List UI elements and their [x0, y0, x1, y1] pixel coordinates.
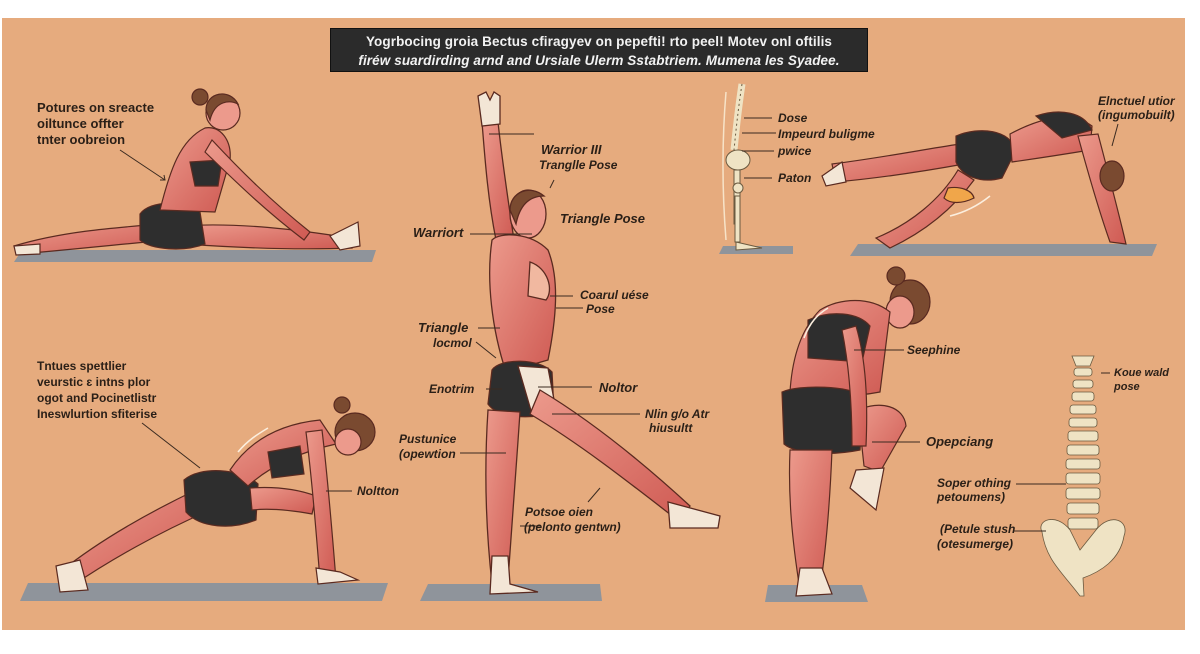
caption-line: pose — [1114, 381, 1140, 393]
caption-line: Tntues spettlier — [37, 359, 127, 373]
downward-dog-caption: Elnctuel utior (ingumobuilt) — [1098, 94, 1175, 122]
label-soper-othing: Soper othing — [937, 476, 1011, 490]
label-potsoe-oien: Potsoe oien — [525, 505, 594, 519]
label-paton: Paton — [778, 171, 812, 185]
title-line-2: firéw suardirding arnd and Ursiale Ulerm… — [358, 53, 840, 68]
label-otesumerge: (otesumerge) — [937, 537, 1014, 551]
label-noltor: Noltor — [599, 380, 638, 395]
label-warrior-iii: Warrior III — [541, 142, 602, 157]
figure-warrior-center — [477, 91, 721, 595]
figure-standing-knee-raise — [781, 266, 931, 597]
label-opepciang: Opepciang — [926, 434, 994, 449]
label-dose: Dose — [778, 111, 808, 125]
label-noltton: Noltton — [357, 484, 399, 498]
label-warriort: Warriort — [413, 225, 464, 240]
label-pwice: pwice — [778, 144, 812, 158]
label-triangle: Triangle — [418, 320, 469, 335]
spine-caption: Koue wald pose — [1114, 366, 1169, 394]
seated-split-caption: Potures on sreacte oiltunce offter tnter… — [37, 100, 154, 148]
caption-line: tnter oobreion — [37, 132, 126, 147]
label-petoumens: petoumens) — [937, 490, 1006, 504]
label-opewtion: (opewtion — [399, 447, 456, 461]
illustration-canvas — [2, 18, 1185, 630]
lunge-caption: Tntues spettlier veurstic ɛ intns plor o… — [37, 358, 157, 422]
figure-seated-split — [13, 88, 361, 256]
caption-line: Potures on sreacte — [37, 100, 155, 115]
label-impeurd-buligme: Impeurd buligme — [778, 127, 875, 141]
figure-downward-dog — [821, 111, 1127, 249]
caption-line: Koue wald — [1114, 367, 1170, 379]
yoga-mats — [14, 244, 1157, 602]
label-coarul-use: Coarul uése — [580, 288, 649, 302]
label-ming-atr: Nlin g/o Atr — [645, 407, 710, 421]
title-line-1: Yogrbocing groia Bectus cfiragyev on pep… — [365, 34, 833, 49]
title-banner: Yogrbocing groia Bectus cfiragyev on pep… — [330, 28, 868, 72]
caption-line: oiltunce offter — [37, 116, 124, 131]
caption-line: (ingumobuilt) — [1098, 108, 1175, 122]
label-locmol: locmol — [433, 336, 472, 350]
label-enotrim: Enotrim — [429, 382, 475, 396]
caption-line: veurstic ɛ intns plor — [37, 375, 151, 389]
label-hiusultt: hiusultt — [649, 421, 693, 435]
motion-arrows — [237, 195, 991, 453]
label-triangle-pose: Triangle Pose — [560, 211, 646, 226]
caption-line: Ineswlurtion sfiterise — [37, 407, 158, 421]
label-pelonto-gentwn: (pelonto gentwn) — [524, 520, 621, 534]
label-tangle-pose: Tranglle Pose — [539, 158, 618, 172]
figure-lunge — [55, 396, 376, 593]
caption-line: ogot and Pocinetlistr — [37, 391, 157, 405]
figure-spine-front — [1040, 355, 1126, 597]
caption-line: Elnctuel utior — [1098, 94, 1175, 108]
label-pose: Pose — [586, 302, 615, 316]
label-petule-stush: (Petule stush — [940, 522, 1016, 536]
figure-skeleton-side — [722, 83, 763, 251]
leader-lines — [119, 117, 1119, 532]
label-seephine: Seephine — [907, 343, 961, 357]
label-pustunice: Pustunice — [399, 432, 457, 446]
